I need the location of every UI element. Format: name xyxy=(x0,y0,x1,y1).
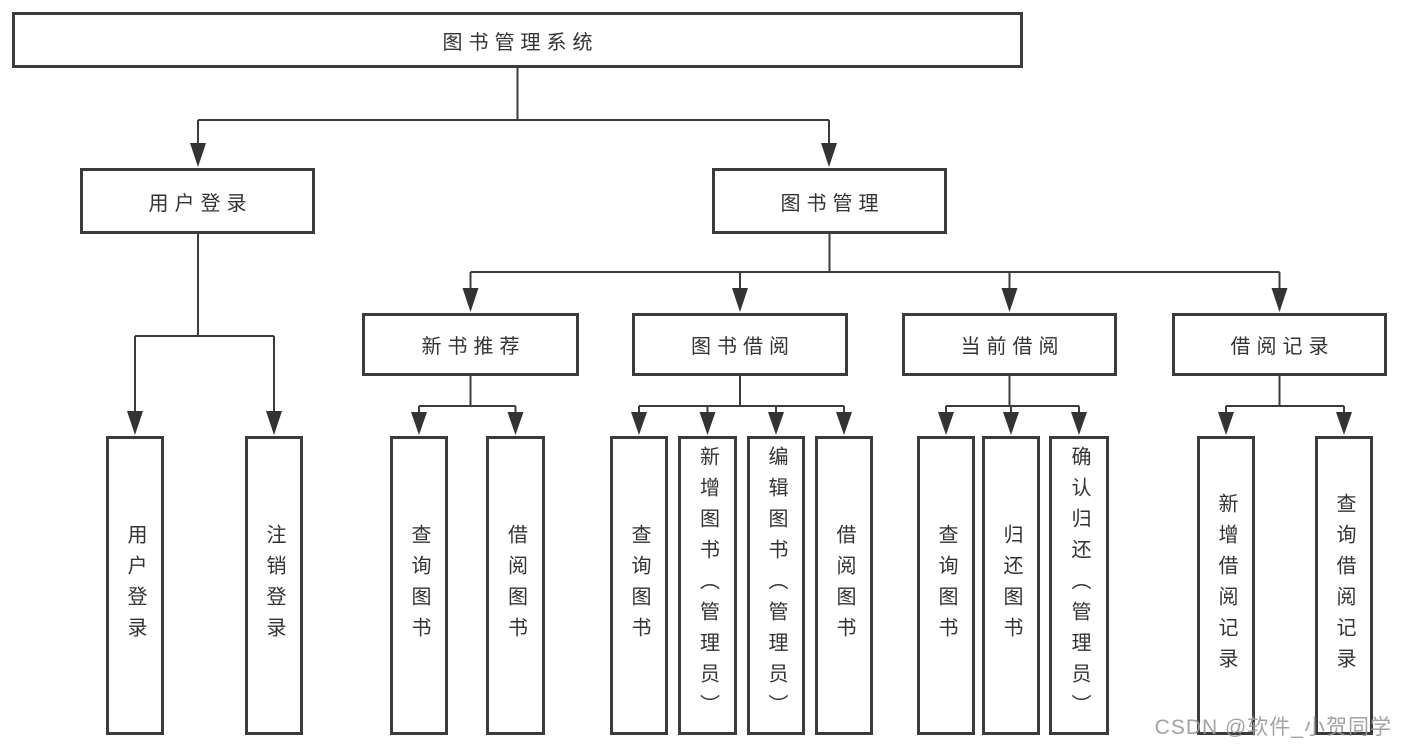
node-label: 图书管理 xyxy=(780,192,885,215)
leaf-label: 借阅图书 xyxy=(833,523,855,648)
node-label: 图书管理系统 xyxy=(442,31,599,54)
leaf-add-book-admin: 新增图书（管理员） xyxy=(678,436,737,735)
leaf-label: 编辑图书（管理员） xyxy=(765,446,787,725)
leaf-label: 查询图书 xyxy=(408,523,430,648)
leaf-confirm-return-admin: 确认归还（管理员） xyxy=(1049,436,1109,735)
arrowhead xyxy=(266,411,282,435)
arrowhead xyxy=(411,412,427,435)
arrowhead xyxy=(821,143,837,167)
connector-new-book-to-leaves xyxy=(411,376,524,435)
leaf-label: 查询借阅记录 xyxy=(1333,492,1355,679)
leaf-label: 归还图书 xyxy=(1000,523,1022,648)
leaf-query-borrow-record: 查询借阅记录 xyxy=(1315,436,1373,735)
arrowhead xyxy=(1071,412,1087,435)
leaf-edit-book-admin: 编辑图书（管理员） xyxy=(747,436,805,735)
arrowhead xyxy=(938,412,954,435)
arrowhead xyxy=(1271,288,1288,312)
arrowhead xyxy=(768,412,784,435)
connector-borrow-records-to-leaves xyxy=(1218,376,1352,435)
node-new-book-recommend: 新书推荐 xyxy=(362,313,579,376)
leaf-logout: 注销登录 xyxy=(245,436,303,735)
leaf-label: 新增图书（管理员） xyxy=(696,446,719,725)
connector-book-borrowing-to-leaves xyxy=(631,376,852,435)
arrowhead xyxy=(631,412,647,435)
watermark: CSDN @软件_小贺同学 xyxy=(1154,716,1392,739)
leaf-label: 新增借阅记录 xyxy=(1215,492,1237,679)
arrowhead xyxy=(507,412,524,435)
leaf-label: 确认归还（管理员） xyxy=(1068,446,1090,725)
arrowhead xyxy=(1336,412,1352,435)
node-library-system: 图书管理系统 xyxy=(12,12,1023,68)
node-book-borrowing: 图书借阅 xyxy=(632,313,848,376)
connector-user-login-to-leaves xyxy=(127,234,282,435)
node-borrow-records: 借阅记录 xyxy=(1172,313,1387,376)
leaf-label: 用户登录 xyxy=(124,523,146,648)
node-label: 新书推荐 xyxy=(421,336,526,358)
connector-current-borrowing-to-leaves xyxy=(938,376,1087,435)
arrowhead xyxy=(1003,412,1019,435)
connector-root-to-level2 xyxy=(190,68,837,167)
leaf-user-login: 用户登录 xyxy=(106,436,164,735)
leaf-query-books-current: 查询图书 xyxy=(917,436,975,735)
node-label: 用户登录 xyxy=(148,192,253,215)
arrowhead xyxy=(1218,412,1234,435)
leaf-return-books: 归还图书 xyxy=(982,436,1040,735)
leaf-label: 查询图书 xyxy=(935,523,957,648)
leaf-borrow-books-recommend: 借阅图书 xyxy=(486,436,545,735)
leaf-label: 注销登录 xyxy=(263,523,285,648)
node-label: 当前借阅 xyxy=(960,336,1065,358)
leaf-query-books-recommend: 查询图书 xyxy=(390,436,448,735)
node-current-borrowing: 当前借阅 xyxy=(902,313,1117,376)
node-user-login: 用户登录 xyxy=(80,168,315,234)
leaf-label: 查询图书 xyxy=(628,523,650,648)
arrowhead xyxy=(699,412,716,435)
leaf-label: 借阅图书 xyxy=(504,523,527,648)
arrowhead xyxy=(1001,288,1018,312)
node-book-management: 图书管理 xyxy=(712,168,947,234)
node-label: 借阅记录 xyxy=(1230,336,1335,358)
leaf-query-books-borrowing: 查询图书 xyxy=(610,436,668,735)
connector-book-management-to-level3 xyxy=(462,234,1288,312)
arrowhead xyxy=(127,411,143,435)
arrowhead xyxy=(732,288,748,312)
arrowhead xyxy=(190,143,206,167)
arrowhead xyxy=(462,288,479,312)
leaf-add-borrow-record: 新增借阅记录 xyxy=(1197,436,1255,735)
node-label: 图书借阅 xyxy=(691,336,795,358)
arrowhead xyxy=(836,412,852,435)
leaf-borrow-books-borrowing: 借阅图书 xyxy=(815,436,873,735)
